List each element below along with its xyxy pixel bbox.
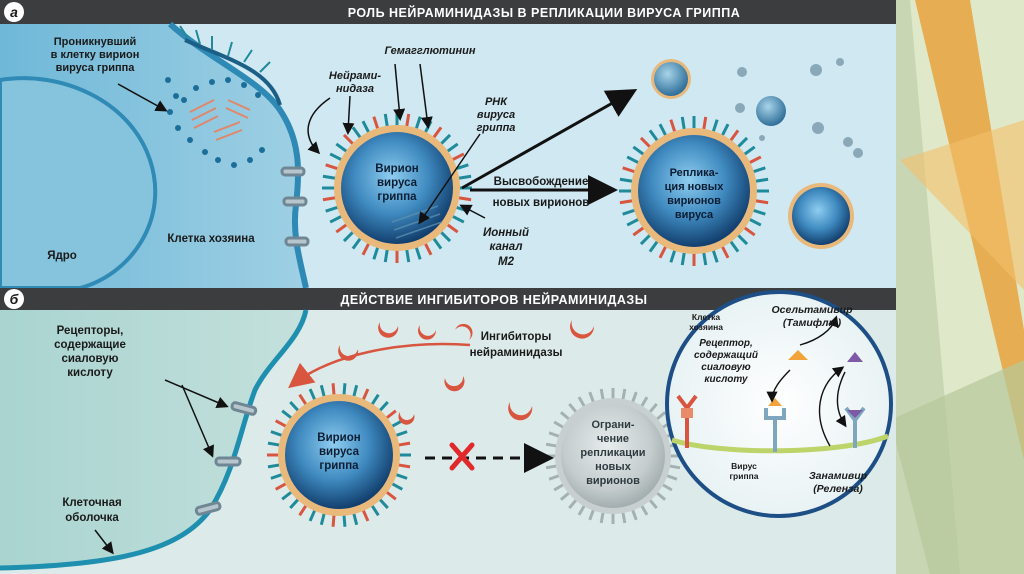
limitation-label-4: новых xyxy=(595,461,632,473)
panel-a-letter: а xyxy=(10,4,18,20)
inset-zanamivir-receptor xyxy=(844,352,866,448)
limitation-label-1: Ограни- xyxy=(591,419,634,431)
panel-a: РОЛЬ НЕЙРАМИНИДАЗЫ В РЕПЛИКАЦИИ ВИРУСА Г… xyxy=(0,0,896,290)
label-rna-2: вируса xyxy=(477,109,515,121)
inset-zanamivir-2: (Реленза) xyxy=(813,483,863,495)
label-receptors-1: Рецепторы, xyxy=(57,325,124,337)
label-ion-channel-2: канал xyxy=(489,241,522,253)
slide-decoration xyxy=(890,0,1024,574)
inset-receptor-2: содержащий xyxy=(694,350,758,361)
label-membrane-2: оболочка xyxy=(65,512,119,524)
panel-b-letter: б xyxy=(10,291,19,307)
released-virions xyxy=(651,58,863,249)
inset-host-cell-1: Клетка xyxy=(692,312,721,322)
replication-label-2: ция новых xyxy=(665,181,725,193)
label-inhibitors-1: Ингибиторы xyxy=(481,331,552,343)
label-rna-3: гриппа xyxy=(477,122,516,134)
label-neuraminidase-2: нидаза xyxy=(336,83,374,95)
label-receptors-4: кислоту xyxy=(67,367,113,379)
label-ion-channel-3: М2 xyxy=(498,256,515,268)
inset-host-cell-2: хозяина xyxy=(689,322,723,332)
inset-virus-1: Вирус xyxy=(731,461,757,471)
inset-receptor xyxy=(676,394,698,448)
virion-b-label-3: гриппа xyxy=(319,460,359,472)
cell-membrane-b xyxy=(0,309,309,571)
panel-b: ДЕЙСТВИЕ ИНГИБИТОРОВ НЕЙРАМИНИДАЗЫ б Вир… xyxy=(0,288,896,574)
limitation-label-3: репликации xyxy=(580,447,645,459)
label-host-cell: Клетка хозяина xyxy=(167,233,255,245)
panel-a-title: РОЛЬ НЕЙРАМИНИДАЗЫ В РЕПЛИКАЦИИ ВИРУСА Г… xyxy=(348,5,741,20)
label-ion-channel-1: Ионный xyxy=(483,227,529,239)
limitation-label-5: вирионов xyxy=(586,475,640,487)
replication-virion: Реплика- ция новых вирионов вируса xyxy=(619,116,769,266)
label-hemagglutinin: Гемагглютинин xyxy=(384,45,475,57)
label-nucleus: Ядро xyxy=(47,250,77,262)
label-receptors-3: сиаловую xyxy=(61,353,118,365)
inset-virus-2: гриппа xyxy=(730,471,759,481)
panel-b-title: ДЕЙСТВИЕ ИНГИБИТОРОВ НЕЙРАМИНИДАЗЫ xyxy=(341,292,648,307)
inset-receptor-3: сиаловую xyxy=(701,362,751,373)
label-release-1: Высвобождение xyxy=(494,176,589,188)
label-release-2: новых вирионов xyxy=(493,197,590,209)
virion-b-label-2: вируса xyxy=(319,446,360,458)
replication-label-4: вируса xyxy=(675,209,714,221)
virion-a-label-1: Вирион xyxy=(375,163,418,175)
inset-oseltamivir-1: Осельтамивир xyxy=(771,304,853,316)
panel-b-header xyxy=(0,288,896,310)
replication-label-3: вирионов xyxy=(667,195,721,207)
label-neuraminidase-1: Нейрами- xyxy=(329,70,381,82)
label-penetrated-2: в клетку вирион xyxy=(51,49,140,61)
label-penetrated-1: Проникнувший xyxy=(54,36,136,48)
virion-a-label-2: вируса xyxy=(377,177,418,189)
replication-label-1: Реплика- xyxy=(670,167,719,179)
limitation-virion: Ограни- чение репликации новых вирионов xyxy=(545,388,681,524)
virion-a: Вирион вируса гриппа xyxy=(322,113,472,263)
block-x-icon xyxy=(449,442,475,471)
virion-a-label-3: гриппа xyxy=(377,191,417,203)
panel-a-arrows xyxy=(117,63,638,225)
label-membrane-1: Клеточная xyxy=(62,497,121,509)
virion-b-label-1: Вирион xyxy=(317,432,360,444)
host-cell-b xyxy=(0,310,306,568)
inset-mechanism: Клетка хозяина Рецептор, содержащий сиал… xyxy=(665,290,893,518)
label-inhibitors-2: нейраминидазы xyxy=(470,347,563,359)
penetrated-virion xyxy=(165,25,282,168)
inset-oseltamivir-2: (Тамифлю) xyxy=(783,317,842,329)
inset-receptor-1: Рецептор, xyxy=(699,338,753,349)
label-receptors-2: содержащие xyxy=(54,339,126,351)
limitation-label-2: чение xyxy=(597,433,629,445)
virion-b: Вирион вируса гриппа xyxy=(267,383,411,527)
panel-a-header xyxy=(0,0,896,24)
panel-b-arrows xyxy=(94,342,554,555)
label-rna-1: РНК xyxy=(485,96,508,108)
nucleus xyxy=(0,76,158,290)
membrane-receptors-b xyxy=(194,401,258,516)
label-penetrated-3: вируса гриппа xyxy=(56,62,136,74)
membrane-receptors-a xyxy=(280,166,310,247)
inset-zanamivir-1: Занамивир xyxy=(809,470,868,482)
inset-receptor-4: кислоту xyxy=(704,374,748,385)
